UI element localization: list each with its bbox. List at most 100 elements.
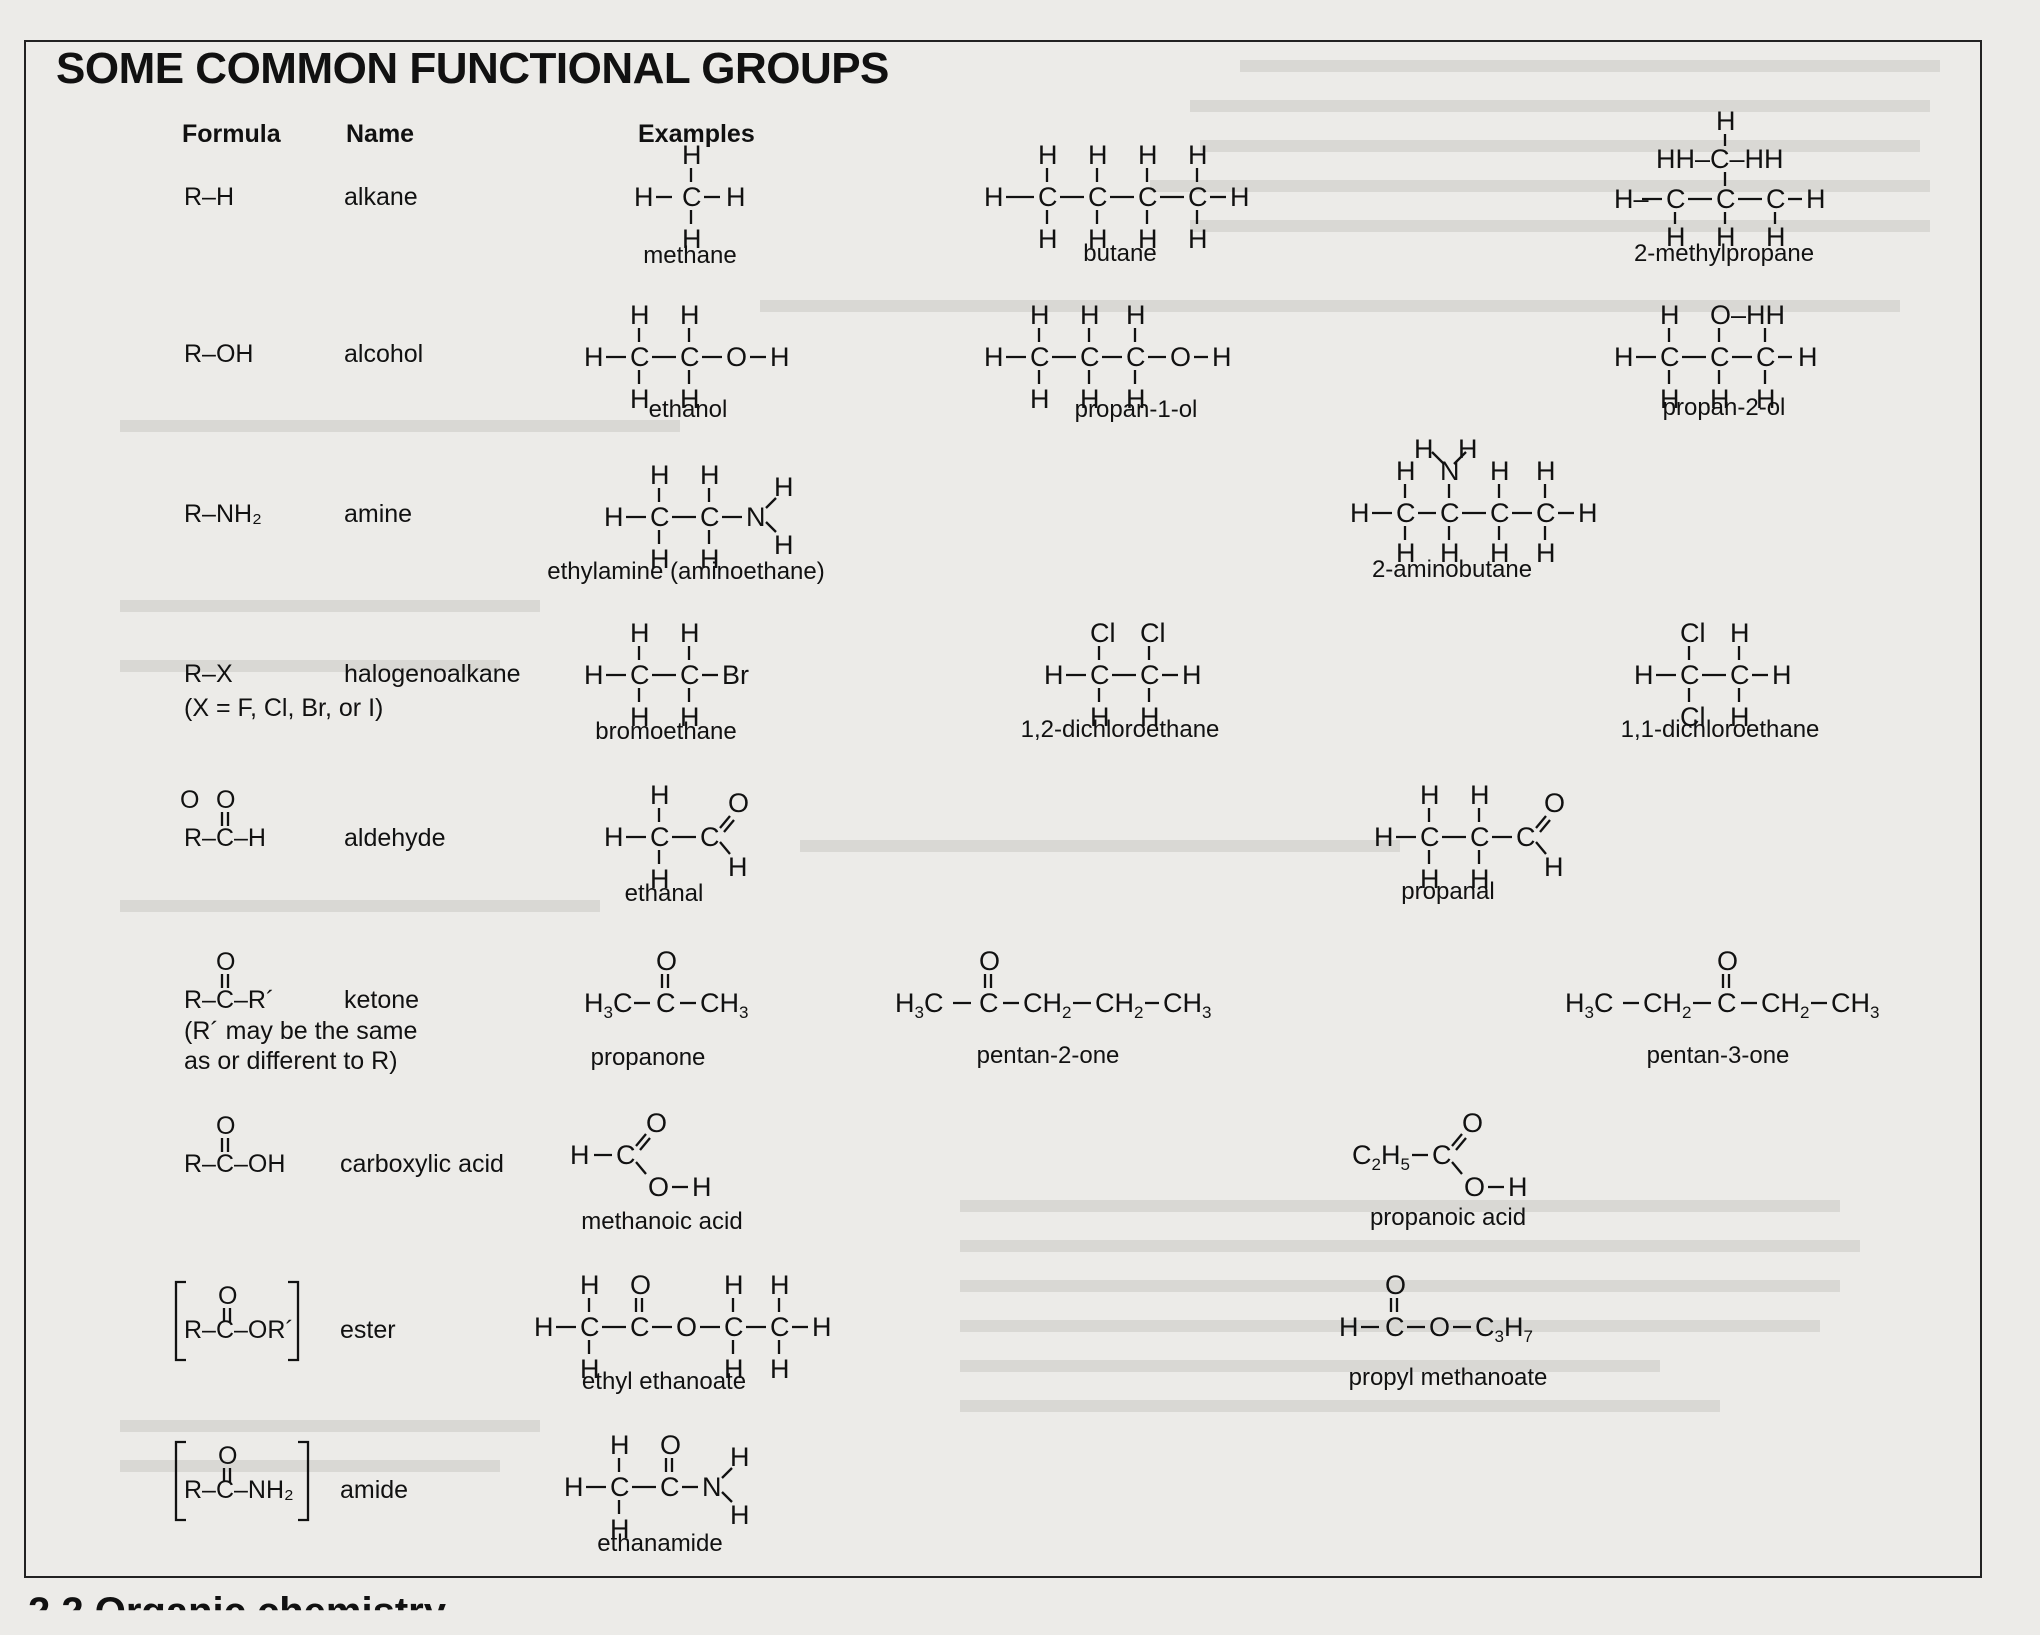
examples-header: Examples (638, 120, 755, 148)
svg-text:H: H (700, 460, 720, 490)
svg-text:O: O (1464, 1172, 1485, 1202)
svg-text:C: C (1385, 1312, 1405, 1342)
svg-text:H: H (1470, 780, 1490, 810)
svg-text:CH2: CH2 (1095, 988, 1143, 1022)
svg-text:O: O (979, 946, 1000, 976)
svg-text:H3C: H3C (584, 988, 632, 1022)
example-propanoic-acid: propanoic acid (1369, 1204, 1527, 1231)
svg-text:H: H (1126, 300, 1146, 330)
svg-text:C: C (650, 502, 670, 532)
svg-text:H: H (682, 140, 702, 170)
svg-text:O: O (216, 1112, 235, 1140)
svg-text:O: O (676, 1312, 697, 1342)
svg-text:O: O (218, 1282, 237, 1310)
svg-text:H: H (1080, 300, 1100, 330)
svg-text:H: H (1772, 660, 1792, 690)
svg-text:H3C: H3C (1565, 988, 1613, 1022)
svg-text:C: C (1030, 342, 1050, 372)
ester-brackets: O (174, 1280, 300, 1362)
svg-text:H: H (1614, 342, 1634, 372)
svg-text:C: C (682, 182, 702, 212)
propanone-structure: O H3C C CH3 (584, 946, 748, 1022)
svg-text:O: O (1385, 1270, 1406, 1300)
svg-text:O: O (1462, 1108, 1483, 1138)
svg-text:H: H (1634, 660, 1654, 690)
svg-text:H: H (680, 702, 700, 732)
svg-text:C: C (1490, 498, 1510, 528)
svg-text:H: H (1230, 182, 1250, 212)
example-methanoic-acid: methanoic acid (581, 1208, 743, 1235)
svg-text:C: C (1088, 182, 1108, 212)
svg-text:O: O (660, 1430, 681, 1460)
svg-text:H: H (770, 1354, 790, 1384)
ethanol-structure: H HCH HCH O H (584, 300, 790, 414)
example-ethanal: ethanal (624, 880, 704, 907)
propan-1-ol-structure: H HCH HCH HCH O H (984, 300, 1232, 414)
svg-text:H: H (730, 1442, 750, 1472)
svg-text:Br: Br (722, 660, 749, 690)
svg-text:H: H (1212, 342, 1232, 372)
bromoethane-structure: H HCH HCH Br (584, 618, 749, 732)
svg-text:CH3: CH3 (1163, 988, 1211, 1022)
svg-text:CH3: CH3 (700, 988, 748, 1022)
svg-text:C: C (630, 342, 650, 372)
svg-text:C: C (1680, 660, 1700, 690)
svg-text:C: C (1536, 498, 1556, 528)
svg-text:O: O (218, 1442, 237, 1470)
svg-text:Cl: Cl (1680, 702, 1706, 732)
svg-text:O: O (1717, 946, 1738, 976)
svg-text:O: O (1170, 342, 1191, 372)
svg-text:H: H (1756, 384, 1776, 414)
formula-note-halogen: (X = F, Cl, Br, or I) (184, 694, 384, 722)
svg-text:C: C (610, 1472, 630, 1502)
svg-text:C: C (1090, 660, 1110, 690)
svg-text:HH–C–HH: HH–C–HH (1656, 144, 1784, 174)
svg-text:H: H (724, 1270, 744, 1300)
svg-text:H: H (1490, 456, 1510, 486)
svg-text:O: O (656, 946, 677, 976)
svg-text:O: O (648, 1172, 669, 1202)
svg-text:H: H (1396, 456, 1416, 486)
svg-text:C: C (1140, 660, 1160, 690)
example-propyl-methanoate: propyl methanoate (1348, 1364, 1548, 1391)
svg-text:H: H (650, 780, 670, 810)
svg-text:Cl: Cl (1090, 618, 1116, 648)
svg-text:H: H (812, 1312, 832, 1342)
svg-text:H: H (630, 384, 650, 414)
svg-text:H: H (1182, 660, 1202, 690)
svg-text:C: C (630, 1312, 650, 1342)
example-2-methylpropane: 2-methylpropane (1633, 240, 1815, 267)
svg-text:H: H (1138, 224, 1158, 254)
svg-text:H: H (770, 1270, 790, 1300)
svg-text:H: H (1440, 538, 1460, 568)
svg-text:C: C (656, 988, 676, 1018)
svg-text:C: C (1038, 182, 1058, 212)
svg-text:H: H (680, 618, 700, 648)
svg-text:C: C (1470, 822, 1490, 852)
svg-text:H: H (1030, 384, 1050, 414)
example-ethylamine: ethylamine (aminoethane) (547, 558, 825, 585)
svg-text:C: C (700, 822, 720, 852)
svg-text:H: H (1374, 822, 1394, 852)
example-pentan-2-one: pentan-2-one (976, 1042, 1120, 1069)
svg-text:C: C (1188, 182, 1208, 212)
svg-text:H: H (630, 618, 650, 648)
svg-text:H: H (1660, 384, 1680, 414)
svg-text:O: O (216, 786, 235, 814)
formula-amide: R–C–NH₂ (184, 1476, 294, 1504)
example-methane: methane (643, 242, 737, 269)
svg-text:H: H (1414, 434, 1434, 464)
svg-text:C: C (1138, 182, 1158, 212)
svg-text:H: H (1044, 660, 1064, 690)
svg-text:H: H (650, 460, 670, 490)
svg-text:C: C (1432, 1140, 1452, 1170)
svg-text:C: C (1396, 498, 1416, 528)
svg-text:H: H (1350, 498, 1370, 528)
svg-text:H: H (1806, 184, 1826, 214)
svg-text:H: H (580, 1270, 600, 1300)
svg-text:H: H (726, 182, 746, 212)
svg-text:C: C (1730, 660, 1750, 690)
example-propanal: propanal (1401, 878, 1495, 905)
svg-text:H: H (1088, 224, 1108, 254)
